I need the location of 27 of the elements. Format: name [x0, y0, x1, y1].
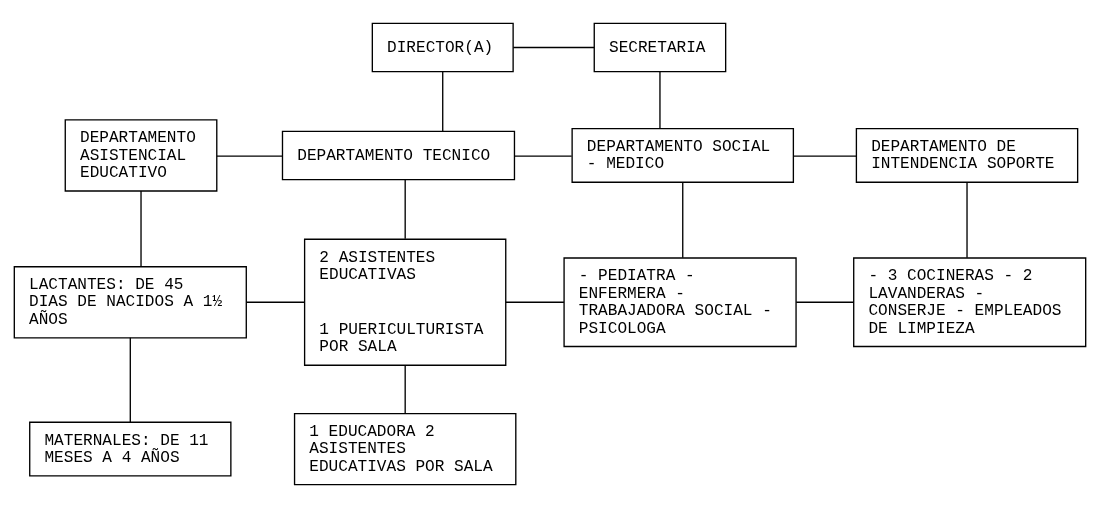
node-box: LACTANTES: DE 45 DIAS DE NACIDOS A 1½ AÑOS [13, 266, 247, 339]
connector [513, 155, 573, 157]
node-box: DEPARTAMENTO ASISTENCIAL EDUCATIVO [64, 119, 218, 192]
connector [442, 71, 444, 132]
node-box: - 3 COCINERAS - 2 LAVANDERAS - CONSERJE - EMPLEADOS DE LIMPIEZA [853, 257, 1087, 348]
connector [245, 301, 305, 303]
connector [505, 301, 565, 303]
connector [659, 71, 661, 130]
connector [140, 190, 142, 268]
connector [404, 364, 406, 415]
connector [129, 337, 131, 423]
connector [682, 181, 684, 259]
connector [404, 179, 406, 240]
node-box: DEPARTAMENTO TECNICO [281, 130, 516, 181]
node-box: - PEDIATRA - ENFERMERA - TRABAJADORA SOCIAL - PSICOLOGA [563, 257, 797, 348]
node-box: MATERNALES: DE 11 MESES A 4 AÑOS [29, 421, 232, 477]
connector [512, 46, 595, 49]
connector [792, 155, 857, 157]
connector [216, 155, 283, 157]
node-box: DIRECTOR(A) [371, 22, 514, 73]
node-box: DEPARTAMENTO SOCIAL - MEDICO [571, 127, 795, 183]
node-box: SECRETARIA [593, 22, 727, 73]
connector [795, 301, 855, 303]
connector [966, 181, 968, 259]
node-box: 2 ASISTENTES EDUCATIVAS 1 PUERICULTURISTA POR SALA [303, 238, 507, 366]
node-box: DEPARTAMENTO DE INTENDENCIA SOPORTE [855, 127, 1079, 183]
node-box: 1 EDUCADORA 2 ASISTENTES EDUCATIVAS POR SALA [293, 412, 517, 486]
